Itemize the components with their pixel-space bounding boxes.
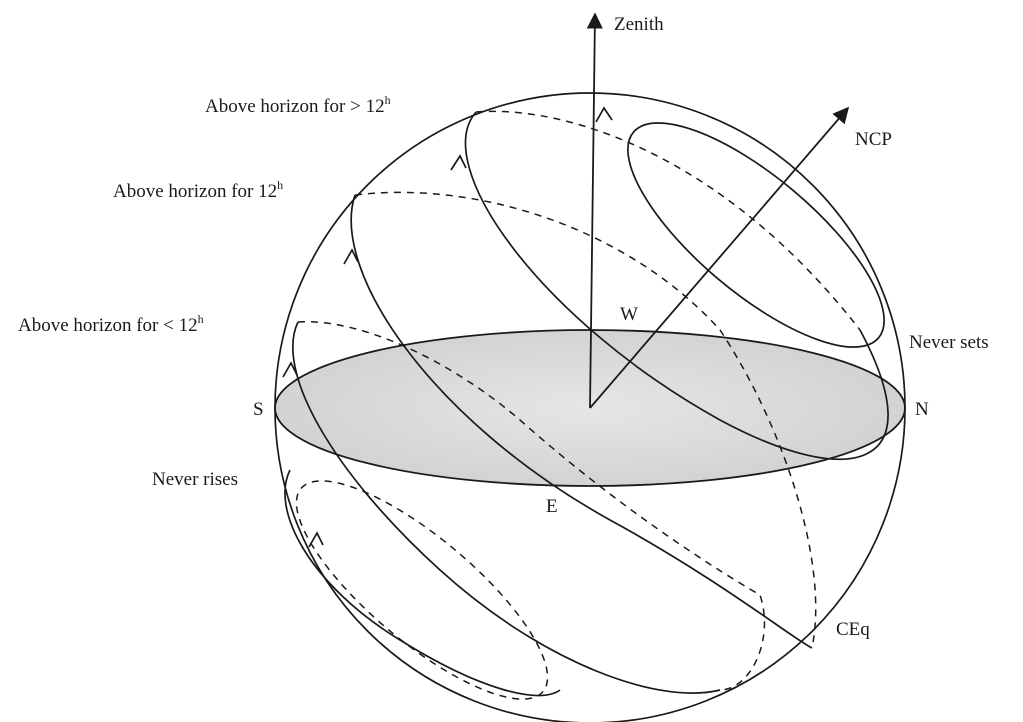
south-label: S <box>253 399 264 420</box>
ncp-label: NCP <box>855 129 892 150</box>
above-horizon-12h-label: Above horizon for 12h <box>113 178 283 202</box>
above-horizon-gt-12h-label: Above horizon for > 12h <box>205 93 391 117</box>
never-sets-label: Never sets <box>909 332 989 353</box>
motion-arrow-icon <box>596 108 612 122</box>
diurnal-circle-never-rises-front <box>285 470 560 696</box>
motion-arrow-icon <box>309 533 323 547</box>
diurnal-circle-never-rises <box>268 449 577 722</box>
motion-arrow-icon <box>451 156 466 170</box>
north-label: N <box>915 399 929 420</box>
west-label: W <box>620 304 638 325</box>
above-horizon-lt-12h-label: Above horizon for < 12h <box>18 312 204 336</box>
zenith-label: Zenith <box>614 14 664 35</box>
east-label: E <box>546 496 558 517</box>
celestial-equator-label: CEq <box>836 619 870 640</box>
never-rises-label: Never rises <box>152 469 238 490</box>
